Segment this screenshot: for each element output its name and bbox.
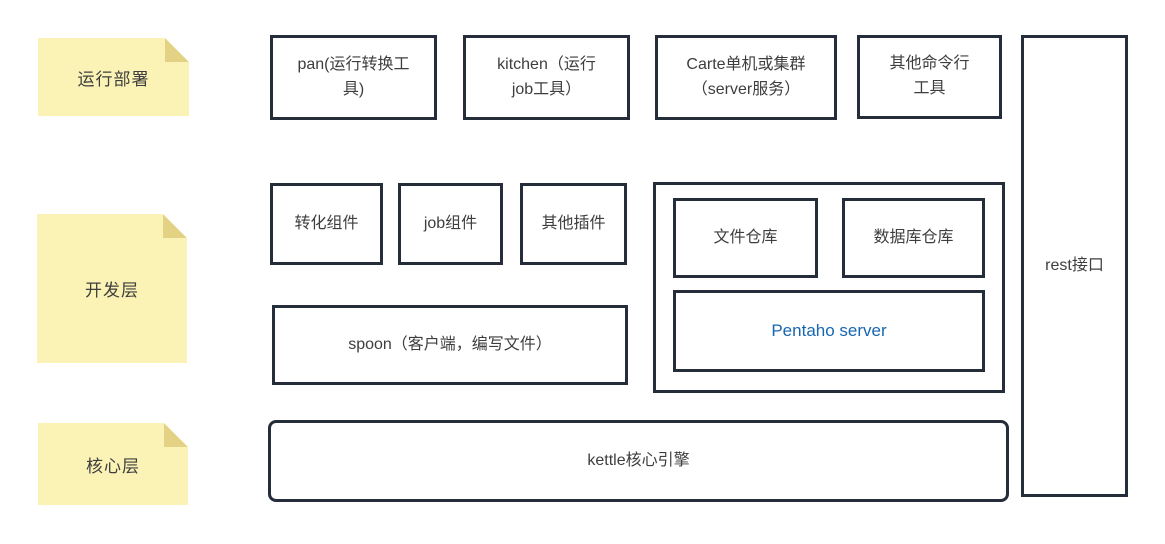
box-kettle-core-engine: kettle核心引擎 bbox=[268, 420, 1009, 502]
box-rest-api: rest接口 bbox=[1021, 35, 1128, 497]
note-run-deploy-label: 运行部署 bbox=[77, 69, 150, 89]
box-job-components: job组件 bbox=[398, 183, 503, 265]
box-kitchen-label: kitchen（运行 job工具） bbox=[497, 55, 596, 98]
box-pentaho-server: Pentaho server bbox=[673, 290, 985, 372]
box-pentaho-server-label: Pentaho server bbox=[771, 320, 887, 340]
box-db-repository-label: 数据库仓库 bbox=[873, 228, 954, 246]
box-other-cli-label: 其他命令行 工具 bbox=[889, 55, 970, 97]
folded-corner-icon bbox=[163, 214, 187, 238]
box-file-repository-label: 文件仓库 bbox=[713, 228, 778, 246]
box-pan-label: pan(运行转换工 具) bbox=[297, 55, 410, 98]
box-pan-tool: pan(运行转换工 具) bbox=[270, 35, 437, 120]
repository-group-box: 文件仓库 数据库仓库 Pentaho server bbox=[653, 182, 1005, 393]
note-dev-layer: 开发层 bbox=[37, 214, 187, 363]
box-carte-label: Carte单机或集群 （server服务） bbox=[686, 55, 806, 98]
box-kettle-label: kettle核心引擎 bbox=[587, 451, 690, 469]
box-spoon-label: spoon（客户端，编写文件） bbox=[348, 335, 552, 353]
box-job-label: job组件 bbox=[423, 214, 478, 232]
box-rest-api-label: rest接口 bbox=[1045, 256, 1104, 274]
box-spoon-client: spoon（客户端，编写文件） bbox=[272, 305, 628, 385]
box-other-cli-tools: 其他命令行 工具 bbox=[857, 35, 1002, 119]
box-plugins-label: 其他插件 bbox=[541, 214, 606, 232]
box-carte-server: Carte单机或集群 （server服务） bbox=[655, 35, 837, 120]
note-core-layer-label: 核心层 bbox=[86, 456, 140, 476]
box-other-plugins: 其他插件 bbox=[520, 183, 627, 265]
note-run-deploy: 运行部署 bbox=[38, 38, 189, 116]
box-kitchen-tool: kitchen（运行 job工具） bbox=[463, 35, 630, 120]
folded-corner-icon bbox=[165, 38, 189, 62]
box-transform-label: 转化组件 bbox=[294, 214, 359, 232]
folded-corner-icon bbox=[164, 423, 188, 447]
box-file-repository: 文件仓库 bbox=[673, 198, 818, 278]
box-db-repository: 数据库仓库 bbox=[842, 198, 985, 278]
box-transform-components: 转化组件 bbox=[270, 183, 383, 265]
note-dev-layer-label: 开发层 bbox=[85, 281, 139, 300]
note-core-layer: 核心层 bbox=[38, 423, 188, 505]
